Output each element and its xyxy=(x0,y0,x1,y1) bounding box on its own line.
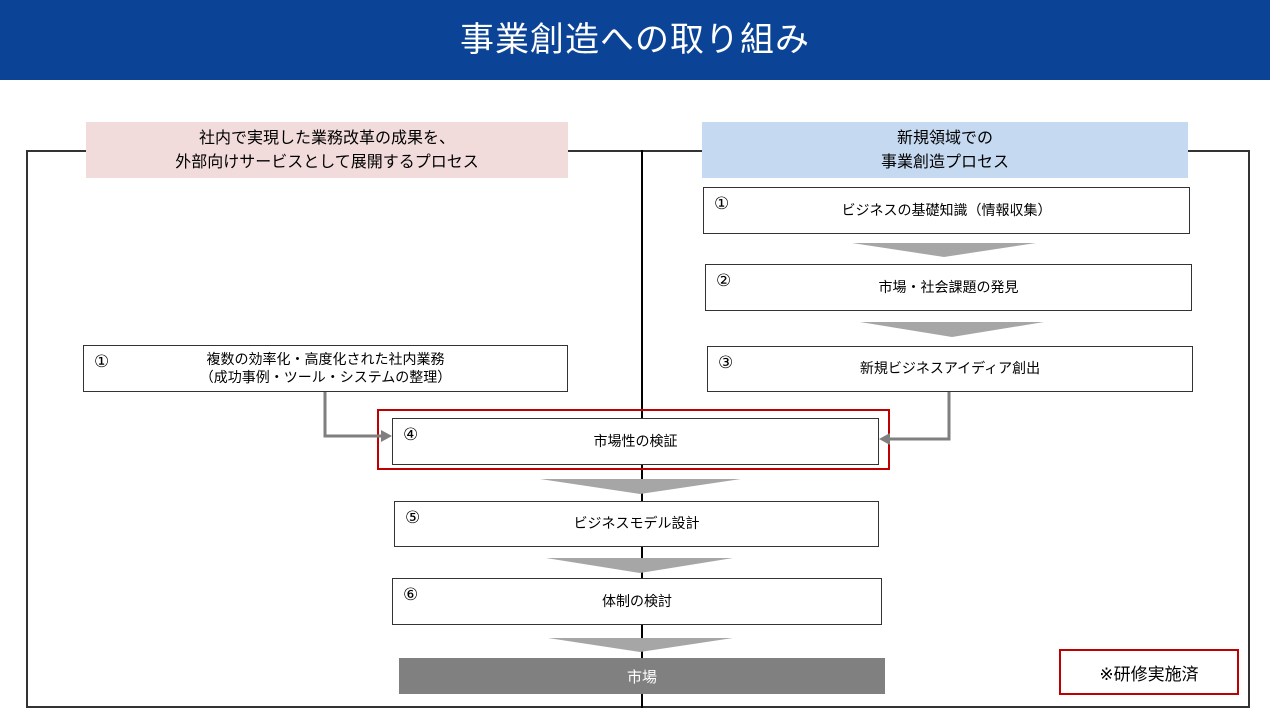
right-step-2: ② 市場・社会課題の発見 xyxy=(705,264,1192,311)
process-frame xyxy=(26,150,1250,708)
page-title: 事業創造への取り組み xyxy=(460,20,810,60)
step-label: ビジネスの基礎知識（情報収集） xyxy=(841,202,1052,219)
market-label: 市場 xyxy=(626,667,657,686)
step-label-line2: （成功事例・ツール・システムの整理） xyxy=(199,369,452,386)
step-number: ③ xyxy=(718,353,734,373)
step-label: 市場・社会課題の発見 xyxy=(878,279,1019,296)
right-step-3: ③ 新規ビジネスアイディア創出 xyxy=(707,346,1193,392)
step-label: 新規ビジネスアイディア創出 xyxy=(859,361,1041,377)
header-bar: 事業創造への取り組み xyxy=(0,0,1270,80)
right-heading-line2: 事業創造プロセス xyxy=(880,152,1009,171)
step-label-line1: 複数の効率化・高度化された社内業務 xyxy=(206,351,445,368)
market-box: 市場 xyxy=(399,658,885,694)
right-section-heading: 新規領域での 事業創造プロセス xyxy=(702,122,1188,178)
common-step-4: ④ 市場性の検証 xyxy=(392,418,879,465)
step-number: ④ xyxy=(403,425,419,445)
step-label: 体制の検討 xyxy=(602,593,672,610)
training-note-label: ※研修実施済 xyxy=(1099,664,1199,685)
step-number: ⑥ xyxy=(403,585,419,605)
training-note: ※研修実施済 xyxy=(1059,649,1239,695)
step-number: ② xyxy=(716,271,732,291)
left-step-1: ① 複数の効率化・高度化された社内業務 （成功事例・ツール・システムの整理） xyxy=(83,345,568,392)
left-heading-line1: 社内で実現した業務改革の成果を、 xyxy=(198,128,455,147)
left-heading-line2: 外部向けサービスとして展開するプロセス xyxy=(175,152,479,171)
step-number: ① xyxy=(714,194,730,214)
common-step-5: ⑤ ビジネスモデル設計 xyxy=(394,501,879,547)
right-step-1: ① ビジネスの基礎知識（情報収集） xyxy=(703,187,1190,234)
right-heading-line1: 新規領域での xyxy=(896,128,993,147)
step-number: ① xyxy=(94,352,110,372)
step-number: ⑤ xyxy=(405,508,421,528)
step-label: ビジネスモデル設計 xyxy=(573,516,700,532)
step-label: 市場性の検証 xyxy=(593,433,678,450)
common-step-6: ⑥ 体制の検討 xyxy=(392,578,882,625)
left-section-heading: 社内で実現した業務改革の成果を、 外部向けサービスとして展開するプロセス xyxy=(86,122,568,178)
